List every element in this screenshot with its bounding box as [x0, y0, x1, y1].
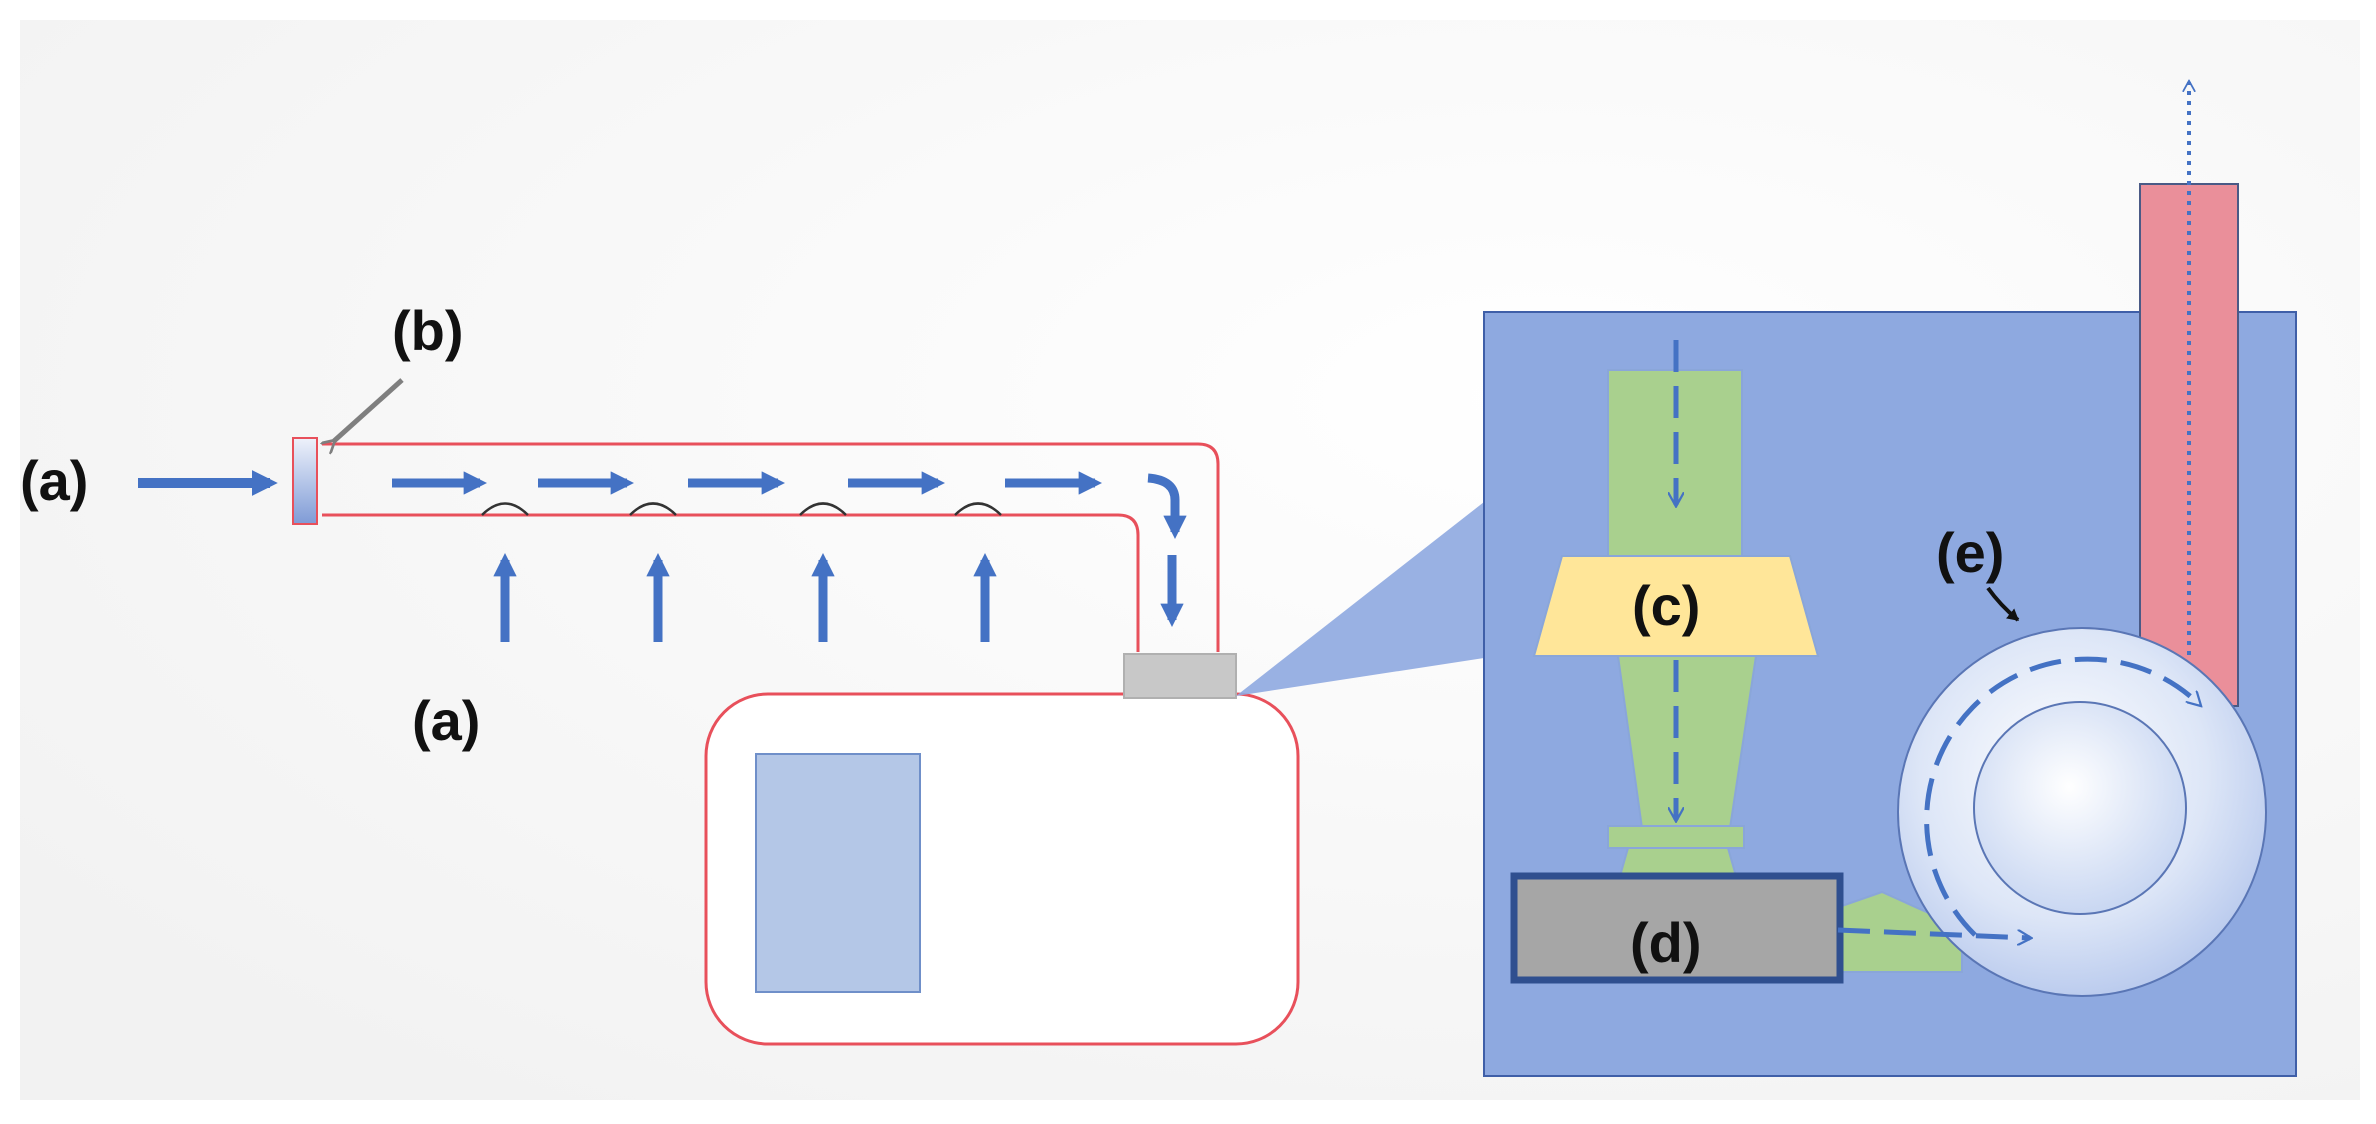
pointer-arrow-icon [334, 378, 404, 441]
sensor-port [1123, 653, 1237, 699]
curved-arrow-icon [1147, 473, 1187, 540]
port-2 [629, 502, 677, 516]
device-screen [755, 753, 921, 993]
component-d [1510, 872, 1844, 984]
label-d: (d) [1630, 911, 1702, 974]
zoom-callout [1236, 502, 1484, 696]
pointer-arrow-icon [1986, 586, 2020, 622]
label-a-left: (a) [20, 449, 88, 512]
detail-flow-arrows [1676, 340, 2200, 938]
pipe-flow-arrows [392, 471, 1187, 628]
component-c [1532, 555, 1820, 657]
label-b: (b) [392, 299, 464, 362]
label-e: (e) [1936, 521, 2004, 584]
label-c: (c) [1632, 574, 1700, 637]
arrow-icon [1837, 927, 2030, 938]
pipe-ports [481, 502, 1002, 516]
port-4 [954, 502, 1002, 516]
curved-arrow-icon [1924, 656, 2200, 937]
port-1 [481, 502, 529, 516]
port-inflow-arrows [493, 552, 997, 642]
inlet-filter [292, 437, 318, 525]
intake-pipe [322, 442, 1220, 652]
port-3 [799, 502, 847, 516]
label-a-bottom: (a) [412, 689, 480, 752]
fan-hub [1973, 701, 2187, 915]
